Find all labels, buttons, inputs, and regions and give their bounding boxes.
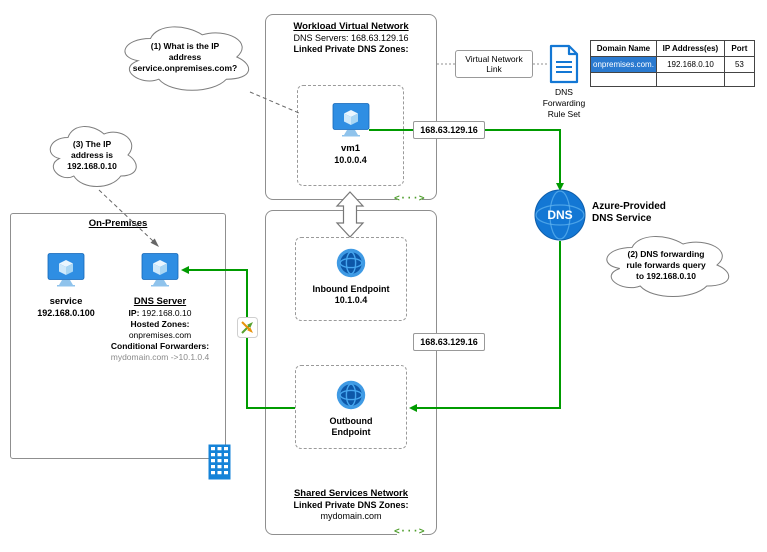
service-computer-icon	[47, 253, 85, 287]
dns-ruleset-label: DNS Forwarding Rule Set	[542, 87, 586, 119]
forwarding-rule-table: Domain Name IP Address(es) Port onpremis…	[590, 40, 755, 87]
virtual-network-link-label: Virtual Network	[465, 54, 523, 64]
dns-server-ip: IP: 192.168.0.10	[128, 308, 192, 318]
hosted-zone-value: onpremises.com	[128, 330, 192, 340]
outbound-endpoint-group: Outbound Endpoint	[295, 365, 407, 449]
dns-server-computer-icon	[141, 253, 179, 287]
table-row: onpremises.com. 192.168.0.10 53	[590, 56, 755, 73]
cloud-shape	[606, 236, 729, 297]
table-cell-domain: onpremises.com.	[590, 56, 657, 73]
outbound-endpoint-icon	[336, 380, 366, 410]
callout-2: (2) DNS forwarding rule forwards query t…	[598, 230, 734, 300]
callout-1-text: (1) What is the IP address service.onpre…	[132, 40, 238, 73]
vm-name: vm1	[340, 143, 360, 154]
vnet-icon: <···>	[394, 523, 425, 539]
hosted-zones-label: Hosted Zones:	[130, 319, 190, 329]
dns-globe-icon: DNS	[534, 189, 586, 241]
workload-vnet-dns-servers: DNS Servers: 168.63.129.16	[293, 33, 409, 43]
service-host-group: service 192.168.0.100	[22, 253, 110, 319]
callout-3-text: (3) The IP address is 192.168.0.10	[67, 138, 117, 171]
dns-server-name: DNS Server	[133, 296, 187, 307]
service-ip: 192.168.0.100	[37, 308, 95, 318]
dns-globe-text: DNS	[547, 208, 572, 222]
virtual-network-link-box: Virtual Network Link	[455, 50, 533, 78]
dns-server-group: DNS Server IP: 192.168.0.10 Hosted Zones…	[106, 253, 214, 363]
inbound-endpoint-label: Inbound Endpoint	[312, 284, 390, 294]
cloud-shape	[124, 26, 249, 91]
inbound-endpoint-icon	[336, 248, 366, 278]
table-header-port: Port	[723, 40, 755, 57]
workload-vnet-linked-zones: Linked Private DNS Zones:	[293, 44, 409, 54]
service-name: service	[49, 296, 83, 307]
table-header-domain: Domain Name	[590, 40, 657, 57]
table-header-row: Domain Name IP Address(es) Port	[590, 40, 755, 57]
callout-1: (1) What is the IP address service.onpre…	[116, 20, 254, 94]
workload-vnet-title: Workload Virtual Network	[293, 21, 409, 32]
exchange-icon	[237, 317, 258, 338]
vm-ip: 10.0.0.4	[334, 155, 367, 165]
conditional-forwarders-label: Conditional Forwarders:	[110, 341, 210, 351]
cloud-shape	[49, 126, 137, 187]
shared-linked-zones: Linked Private DNS Zones:	[293, 500, 409, 510]
ip-label-resolver: 168.63.129.16	[413, 333, 485, 351]
table-cell-ip: 192.168.0.10	[655, 56, 725, 73]
conditional-forwarder-value: mydomain.com ->10.1.0.4	[110, 352, 210, 362]
inbound-endpoint-group: Inbound Endpoint 10.1.0.4	[295, 237, 407, 321]
inbound-endpoint-ip: 10.1.0.4	[334, 295, 368, 305]
vm-group: vm1 10.0.0.4	[297, 85, 404, 186]
green-arrow-dns-to-outbound	[417, 241, 561, 409]
shared-services-title: Shared Services Network	[293, 488, 409, 499]
outbound-endpoint-label2: Endpoint	[331, 427, 371, 437]
outbound-endpoint-label: Outbound	[329, 416, 373, 426]
table-header-ip: IP Address(es)	[655, 40, 725, 57]
ip-label-vnet-dns: 168.63.129.16	[413, 121, 485, 139]
vnet-icon: <···>	[394, 190, 425, 206]
shared-linked-zone-value: mydomain.com	[320, 511, 382, 521]
table-row-empty	[590, 72, 755, 87]
dns-service-label: Azure-Provided DNS Service	[592, 201, 666, 224]
callout-3: (3) The IP address is 192.168.0.10	[44, 120, 140, 190]
on-premises-title: On-Premises	[88, 218, 148, 229]
dns-ruleset-document-icon	[549, 44, 579, 84]
table-cell-port: 53	[723, 56, 755, 73]
vm-icon	[332, 103, 369, 137]
callout-2-text: (2) DNS forwarding rule forwards query t…	[626, 248, 706, 281]
